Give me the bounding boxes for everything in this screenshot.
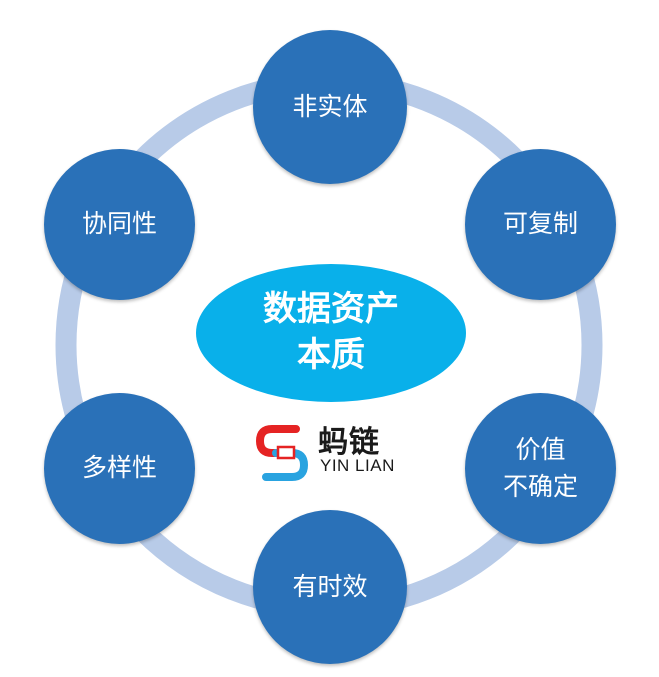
center-ellipse: 数据资产 本质 xyxy=(196,264,466,402)
node-label: 有时效 xyxy=(292,571,368,601)
node-time-sensitive: 有时效 xyxy=(253,510,407,664)
node-label-line-1: 价值 xyxy=(515,435,566,465)
node-label: 可复制 xyxy=(502,209,578,239)
node-diversity: 多样性 xyxy=(44,393,195,544)
node-uncertain-value: 价值 不确定 xyxy=(465,393,616,544)
node-non-physical: 非实体 xyxy=(253,30,407,184)
center-title-line-2: 本质 xyxy=(297,335,365,375)
node-label: 非实体 xyxy=(292,91,368,121)
node-label: 协同性 xyxy=(81,209,157,239)
center-title-line-1: 数据资产 xyxy=(263,289,399,330)
brand-logo-mark xyxy=(255,425,309,481)
node-label: 多样性 xyxy=(81,453,157,483)
node-replicable: 可复制 xyxy=(465,149,616,300)
node-label-line-2: 不确定 xyxy=(502,471,578,501)
node-synergy: 协同性 xyxy=(44,149,195,300)
brand-name-cn: 蚂链 xyxy=(318,425,380,460)
brand-name-en: YIN LIAN xyxy=(320,456,395,475)
